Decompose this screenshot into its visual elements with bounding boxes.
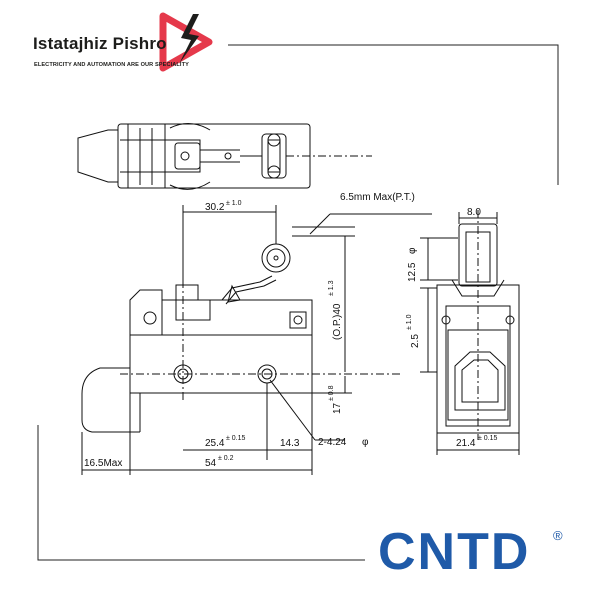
brand-title: Istatajhiz Pishro xyxy=(33,34,167,53)
dim-30-2: 30.2 xyxy=(205,202,225,213)
dim-pt-max: 6.5mm Max(P.T.) xyxy=(340,192,415,203)
dim-25-4: 25.4 xyxy=(205,438,225,449)
dim-25-4-tol: ± 0.15 xyxy=(226,435,246,442)
dim-21-4-tol: ± 0.15 xyxy=(478,435,498,442)
side-view xyxy=(436,210,520,440)
dim-14-3: 14.3 xyxy=(280,438,300,449)
dim-op-40: (O.P.)40 xyxy=(332,303,343,340)
frame-bottom-left xyxy=(37,425,365,561)
frame-top-right xyxy=(228,44,559,185)
dim-16-5: 16.5Max xyxy=(84,458,122,469)
dim-30-2-tol: ± 1.0 xyxy=(226,200,242,207)
dimension-lines xyxy=(81,205,520,475)
top-view xyxy=(77,123,372,190)
dim-12-5: 12.5 xyxy=(407,262,418,282)
brand-logo-icon xyxy=(159,12,213,72)
dim-2-5: 2.5 xyxy=(410,334,421,348)
dim-hole: 2-4.24 xyxy=(318,437,347,448)
dim-21-4: 21.4 xyxy=(456,438,476,449)
front-view xyxy=(81,243,400,433)
manufacturer-logo: CNTD xyxy=(378,523,531,581)
dim-54: 54 xyxy=(205,458,217,469)
dim-54-tol: ± 0.2 xyxy=(218,455,234,462)
brand-tagline: ELECTRICITY AND AUTOMATION ARE OUR SPECI… xyxy=(34,62,189,68)
dim-hole-sym: φ xyxy=(362,437,369,448)
dimension-labels: 30.2 ± 1.0 6.5mm Max(P.T.) 8.0 12.5 φ (O… xyxy=(84,192,498,469)
dim-17-tol: ± 0.8 xyxy=(328,385,335,401)
registered-mark: ® xyxy=(553,528,563,543)
dim-12-5-sym: φ xyxy=(407,247,418,254)
dim-2-5-tol: ± 1.0 xyxy=(406,314,413,330)
dim-op-40-tol: ± 1.3 xyxy=(328,280,335,296)
dim-8: 8.0 xyxy=(467,207,481,218)
dim-17: 17 xyxy=(332,402,343,414)
